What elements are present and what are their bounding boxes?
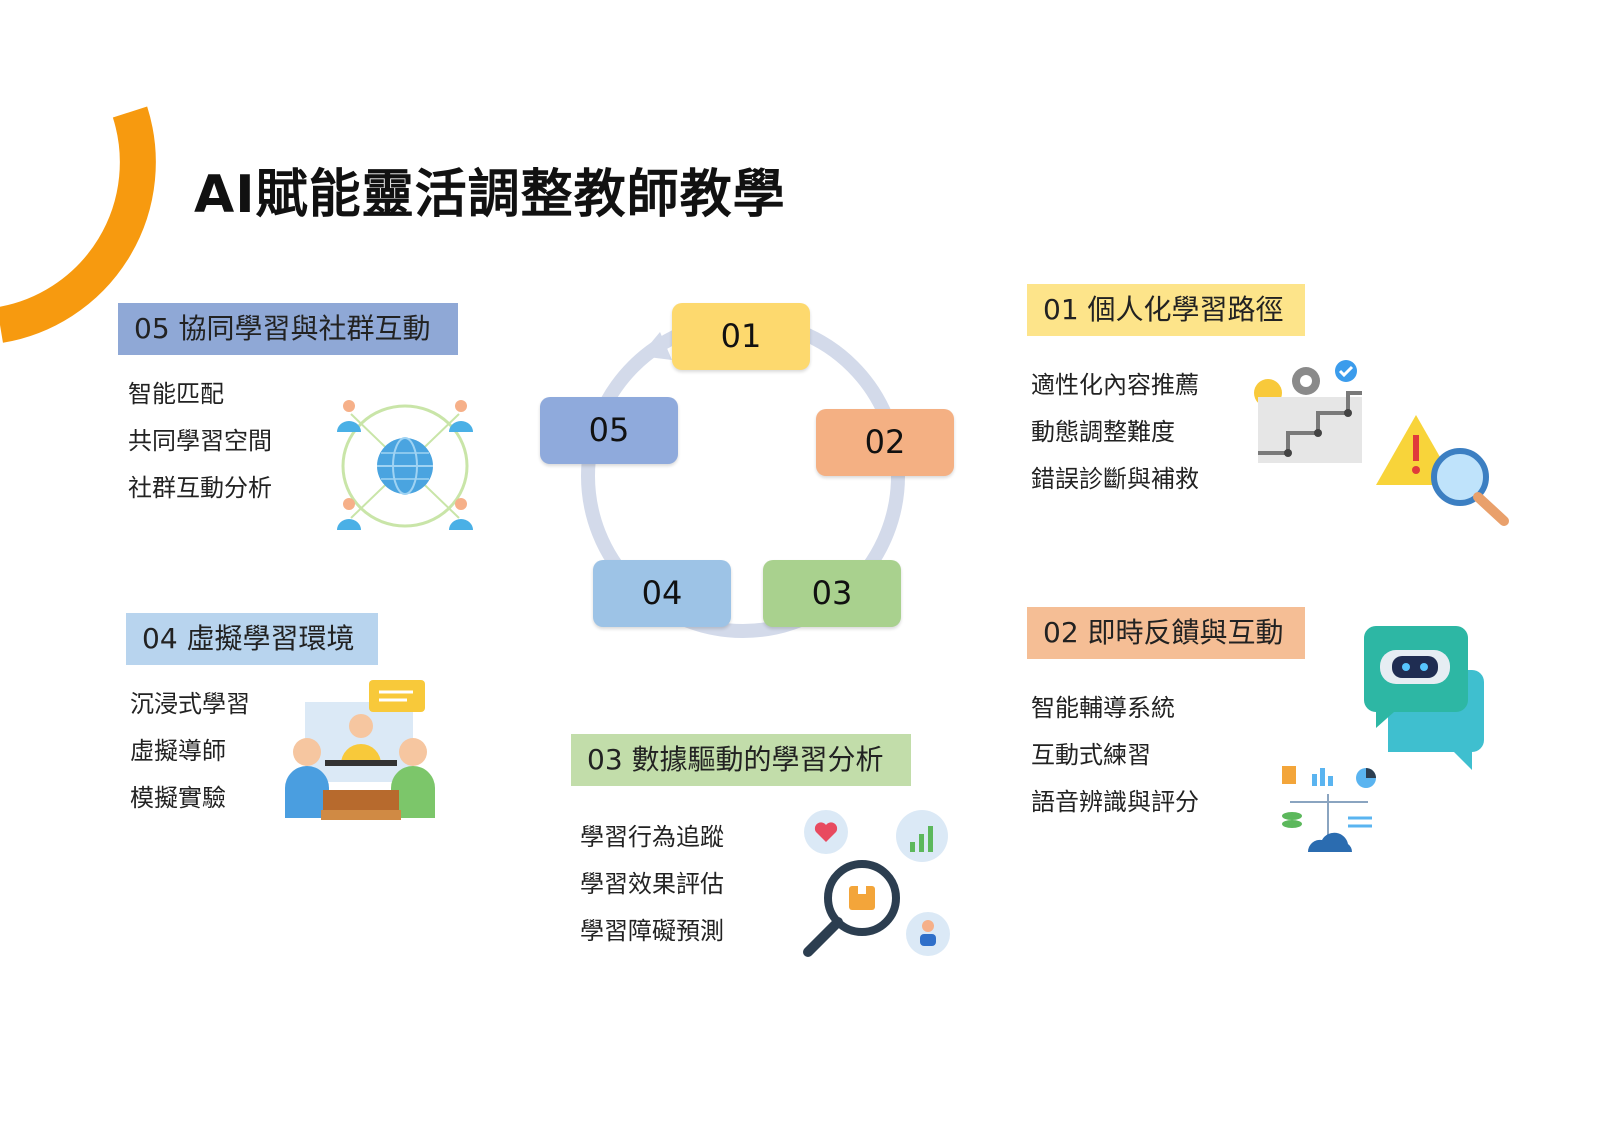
section-03-item: 學習行為追蹤 xyxy=(580,823,724,851)
cycle-node-04: 04 xyxy=(593,560,731,627)
section-03-item: 學習障礙預測 xyxy=(580,917,724,945)
section-04-header: 04 虛擬學習環境 xyxy=(126,613,378,665)
cycle-node-02: 02 xyxy=(816,409,954,476)
section-01-header: 01 個人化學習路徑 xyxy=(1027,284,1305,336)
section-01-item: 錯誤診斷與補救 xyxy=(1031,465,1199,493)
section-02-header: 02 即時反饋與互動 xyxy=(1027,607,1305,659)
cycle-node-05: 05 xyxy=(540,397,678,464)
chatbot-data-icon xyxy=(1282,626,1484,852)
cycle-arrowhead xyxy=(640,332,672,360)
section-05-item: 共同學習空間 xyxy=(128,427,272,455)
section-03-header: 03 數據驅動的學習分析 xyxy=(571,734,911,786)
cycle-node-01: 01 xyxy=(672,303,810,370)
section-03-item: 學習效果評估 xyxy=(580,870,724,898)
section-05-item: 社群互動分析 xyxy=(128,474,272,502)
section-04-item: 沉浸式學習 xyxy=(130,690,250,718)
section-05-header: 05 協同學習與社群互動 xyxy=(118,303,458,355)
section-02-item: 語音辨識與評分 xyxy=(1031,788,1199,816)
accent-arc xyxy=(0,106,156,343)
section-02-item: 智能輔導系統 xyxy=(1031,694,1175,722)
section-01-item: 動態調整難度 xyxy=(1031,418,1175,446)
cycle-node-03: 03 xyxy=(763,560,901,627)
section-04-item: 虛擬導師 xyxy=(130,737,226,765)
stairs-lightbulb-warning-search-icon xyxy=(1254,360,1509,526)
virtual-classroom-icon xyxy=(285,680,435,820)
global-network-icon xyxy=(337,400,473,530)
section-05-item: 智能匹配 xyxy=(128,380,224,408)
page-title: AI賦能靈活調整教師教學 xyxy=(194,165,786,225)
section-01-item: 適性化內容推薦 xyxy=(1031,371,1199,399)
magnifier-analytics-icon xyxy=(803,810,950,957)
section-02-item: 互動式練習 xyxy=(1031,741,1151,769)
section-04-item: 模擬實驗 xyxy=(130,784,226,812)
